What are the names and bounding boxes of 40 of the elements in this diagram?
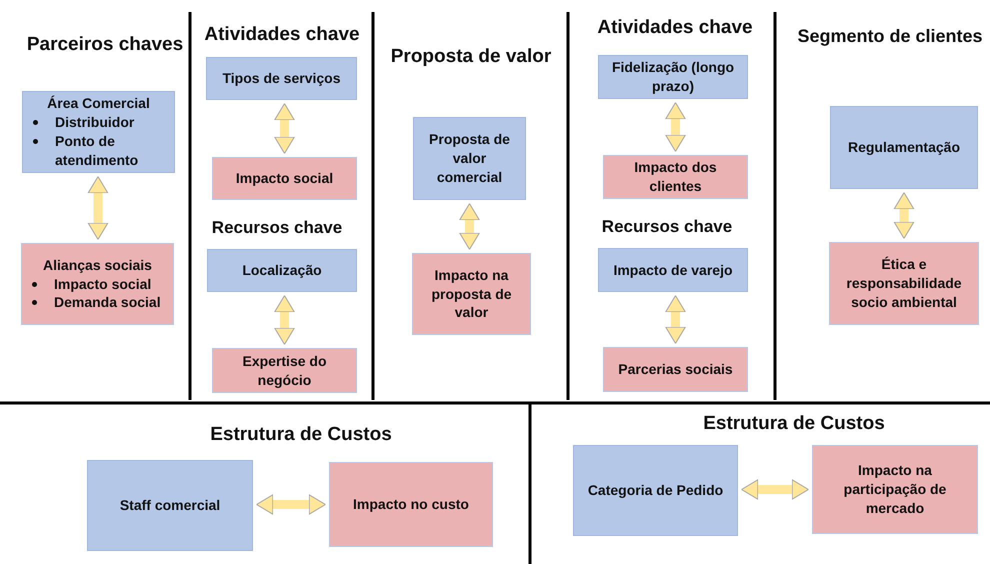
section-heading: Estrutura de Custos xyxy=(210,424,392,446)
double-arrow xyxy=(665,102,686,152)
bullet-item: Demanda social xyxy=(32,293,167,312)
text-box: Impacto na participação de mercado xyxy=(812,445,978,534)
bullet-item: Distribuidor xyxy=(33,113,168,132)
text-box: Tipos de serviços xyxy=(206,57,357,100)
double-arrow xyxy=(256,494,326,515)
text-box: Área Comercial Distribuidor Ponto de atendimento xyxy=(22,91,175,173)
text-box: Impacto dos clientes xyxy=(603,155,748,199)
text-box: Impacto no custo xyxy=(329,462,493,547)
section-heading: Parceiros chaves xyxy=(26,34,184,56)
section-heading: Segmento de clientes xyxy=(797,26,983,47)
text-box: Fidelização (longo prazo) xyxy=(598,55,748,99)
double-arrow xyxy=(274,103,295,154)
text-box: Impacto na proposta de valor xyxy=(412,253,531,335)
text-box: Staff comercial xyxy=(87,460,253,551)
text-box: Alianças sociais Impacto social Demanda social xyxy=(21,243,174,325)
section-heading: Estrutura de Custos xyxy=(703,413,885,435)
double-arrow xyxy=(88,176,108,240)
bullet-item: Ponto de atendimento xyxy=(33,132,168,170)
bullet-item: Impacto social xyxy=(32,274,167,294)
text-box: Impacto social xyxy=(212,157,357,200)
double-arrow xyxy=(274,295,295,345)
double-arrow xyxy=(665,295,686,344)
text-box: Regulamentação xyxy=(830,106,978,189)
section-heading: Atividades chave xyxy=(204,24,360,46)
text-box: Impacto de varejo xyxy=(598,248,748,292)
text-box: Localização xyxy=(207,249,357,292)
section-heading: Proposta de valor xyxy=(390,46,552,68)
text-box: Expertise do negócio xyxy=(212,348,357,393)
double-arrow xyxy=(894,192,914,239)
text-box: Categoria de Pedido xyxy=(573,445,738,536)
text-box: Ética e responsabilidade socio ambiental xyxy=(829,242,979,325)
text-box: Parcerias sociais xyxy=(603,347,748,392)
double-arrow xyxy=(459,203,480,250)
section-heading: Recursos chave xyxy=(212,218,342,238)
text-box: Proposta de valor comercial xyxy=(413,117,526,200)
section-heading: Recursos chave xyxy=(602,217,732,237)
section-heading: Atividades chave xyxy=(597,17,753,39)
double-arrow xyxy=(741,479,809,500)
